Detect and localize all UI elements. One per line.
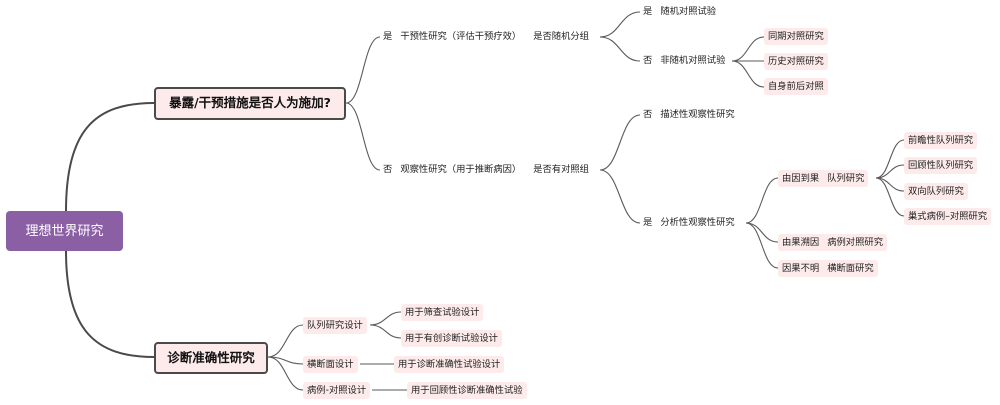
topic-exposure-question[interactable]: 暴露/干预措施是否人为施加? <box>154 87 346 120</box>
topic-cohort-study[interactable]: 由因到果 队列研究 <box>778 170 869 187</box>
topic-cohort-design[interactable]: 队列研究设计 <box>303 317 367 334</box>
answer-no-label: 否 <box>643 54 653 66</box>
cohort-direction-label: 由因到果 <box>782 172 820 184</box>
topic-rct[interactable]: 是 随机对照试验 <box>640 3 719 20</box>
leaf-ambidirectional-cohort[interactable]: 双向队列研究 <box>904 183 968 200</box>
observational-study-label: 观察性研究（用于推断病因） <box>400 163 522 175</box>
link-branch1-yes <box>345 36 381 104</box>
randomization-question: 是否随机分组 <box>533 30 589 42</box>
leaf-diagnostic-accuracy-design[interactable]: 用于诊断准确性试验设计 <box>394 356 505 373</box>
case-control-study-label: 病例对照研究 <box>827 236 883 248</box>
link-root-branch2 <box>65 250 155 358</box>
topic-nonrandom-trial[interactable]: 否 非随机对照试验 <box>640 52 728 69</box>
leaf-invasive-diagnostic-design[interactable]: 用于有创诊断试验设计 <box>401 330 502 347</box>
answer-yes-label: 是 <box>643 5 653 17</box>
leaf-prospective-cohort[interactable]: 前瞻性队列研究 <box>904 132 978 149</box>
leaf-retrospective-diagnostic-trial[interactable]: 用于回顾性诊断准确性试验 <box>407 382 527 399</box>
link-branch1-no <box>345 102 381 171</box>
link-nonrandom-3 <box>731 60 765 88</box>
nonrandom-trial-label: 非随机对照试验 <box>660 54 726 66</box>
leaf-self-prepost-control[interactable]: 自身前后对照 <box>764 78 828 95</box>
link-analytic-cohort <box>745 177 779 224</box>
descriptive-study-label: 描述性观察性研究 <box>660 108 735 120</box>
rct-label: 随机对照试验 <box>660 5 717 17</box>
topic-case-control-study[interactable]: 由果溯因 病例对照研究 <box>778 234 887 251</box>
topic-observational-study[interactable]: 否 观察性研究（用于推断病因） 是否有对照组 <box>380 161 592 178</box>
leaf-nested-case-control[interactable]: 巢式病例–对照研究 <box>904 208 992 225</box>
topic-analytic-study[interactable]: 是 分析性观察性研究 <box>640 214 738 231</box>
leaf-concurrent-control[interactable]: 同期对照研究 <box>764 28 828 45</box>
topic-case-control-design[interactable]: 病例-对照设计 <box>303 382 371 399</box>
answer-no-label: 否 <box>383 163 393 175</box>
answer-yes-label: 是 <box>383 30 393 42</box>
interventional-study-label: 干预性研究（评估干预疗效） <box>400 30 522 42</box>
topic-descriptive-study[interactable]: 否 描述性观察性研究 <box>640 106 738 123</box>
answer-yes-label: 是 <box>643 216 653 228</box>
root-topic[interactable]: 理想世界研究 <box>6 211 123 251</box>
link-cohortdesign-2 <box>369 324 402 339</box>
link-control-no <box>599 114 641 171</box>
link-cohort-1 <box>875 139 905 179</box>
cross-sectional-study-label: 横断面研究 <box>827 262 874 274</box>
link-analytic-casecontrol <box>745 222 779 243</box>
topic-interventional-study[interactable]: 是 干预性研究（评估干预疗效） 是否随机分组 <box>380 28 592 45</box>
link-cohort-2 <box>875 164 905 179</box>
link-nonrandom-1 <box>731 36 765 62</box>
link-cohort-4 <box>875 177 905 217</box>
link-cohortdesign-1 <box>369 311 402 326</box>
control-group-question: 是否有对照组 <box>533 163 589 175</box>
link-root-branch1 <box>65 102 155 212</box>
link-random-no <box>599 36 641 62</box>
answer-no-label: 否 <box>643 108 653 120</box>
cross-direction-label: 因果不明 <box>782 262 820 274</box>
leaf-retrospective-cohort[interactable]: 回顾性队列研究 <box>904 157 978 174</box>
topic-cross-sectional-study[interactable]: 因果不明 横断面研究 <box>778 260 878 277</box>
link-branch2-ccdesign <box>267 356 304 391</box>
cohort-study-label: 队列研究 <box>827 172 865 184</box>
casecontrol-direction-label: 由果溯因 <box>782 236 820 248</box>
topic-cross-sectional-design[interactable]: 横断面设计 <box>303 356 358 373</box>
topic-diagnostic-accuracy[interactable]: 诊断准确性研究 <box>154 342 268 374</box>
link-random-yes <box>599 11 641 38</box>
link-control-yes <box>599 169 641 224</box>
link-analytic-cross <box>745 222 779 269</box>
leaf-historical-control[interactable]: 历史对照研究 <box>764 53 828 70</box>
leaf-screening-design[interactable]: 用于筛查试验设计 <box>401 304 484 321</box>
analytic-study-label: 分析性观察性研究 <box>660 216 735 228</box>
link-branch2-cohortdesign <box>267 324 304 358</box>
